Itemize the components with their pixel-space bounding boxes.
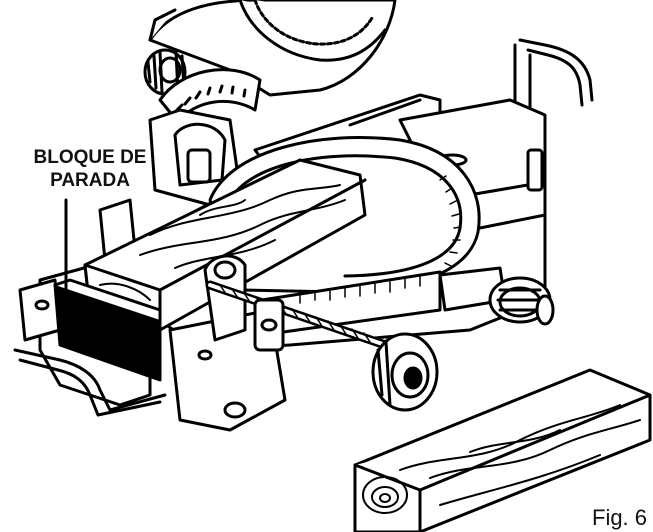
stop-block-callout: BLOQUE DE PARADA (10, 146, 170, 192)
figure-label: Fig. 6 (592, 505, 647, 531)
callout-line-2: PARADA (10, 169, 170, 192)
callout-line-1: BLOQUE DE (10, 146, 170, 169)
